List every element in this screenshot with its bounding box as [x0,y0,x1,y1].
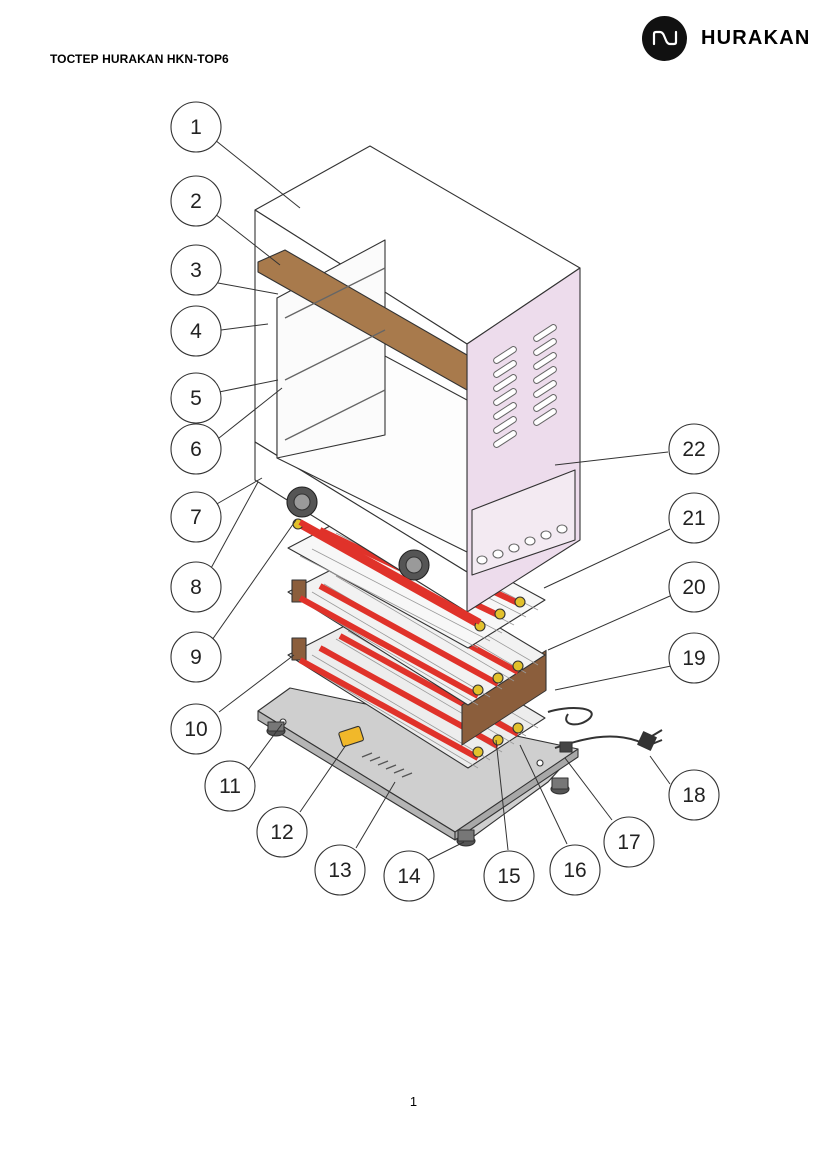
hurakan-logo-icon [642,15,687,61]
control-knobs [286,486,430,581]
feet [266,721,570,847]
callout-16: 16 [563,859,586,882]
callout-3: 3 [190,259,202,282]
callout-14: 14 [397,865,421,888]
callout-15: 15 [497,865,520,888]
callout-6: 6 [190,438,202,461]
callout-22: 22 [682,438,705,461]
power-cord [547,707,663,753]
brand-name: HURAKAN [701,26,811,49]
callout-10: 10 [184,718,207,741]
toaster-cabinet [254,145,581,613]
callout-4: 4 [190,320,202,343]
callout-5: 5 [190,387,202,410]
callout-12: 12 [270,821,293,844]
leader-lines [209,139,672,861]
callout-19: 19 [682,647,705,670]
grid-layer-bottom [287,612,547,769]
brand-logo: HURAKAN [642,15,811,61]
callout-7: 7 [190,506,202,529]
callout-circles [170,101,720,902]
callout-9: 9 [190,646,202,669]
callout-2: 2 [190,190,202,213]
document-title: ТОСТЕР HURAKAN HKN-TOP6 [50,52,229,66]
base-plate [257,687,579,841]
callout-18: 18 [682,784,705,807]
callout-20: 20 [682,576,705,599]
callout-labels: 1 2 3 4 5 6 7 8 9 10 11 12 13 14 15 16 1… [184,116,705,888]
callout-8: 8 [190,576,202,599]
callout-21: 21 [682,507,705,530]
page-number: 1 [409,1094,418,1109]
callout-17: 17 [617,831,640,854]
callout-1: 1 [190,116,202,139]
exploded-view-diagram: 1 2 3 4 5 6 7 8 9 10 11 12 13 14 15 16 1… [170,101,720,902]
callout-13: 13 [328,859,351,882]
callout-11: 11 [219,775,241,798]
